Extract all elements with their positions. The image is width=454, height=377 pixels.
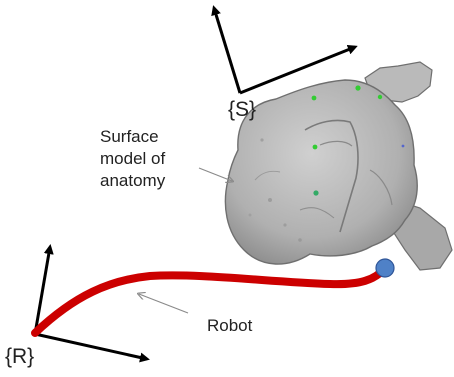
robot-tip-icon [376, 259, 394, 277]
surface-model-label-line-1: Surface [100, 126, 165, 148]
surface-model-label-line-3: anatomy [100, 170, 165, 192]
frame-r-axes-icon [35, 247, 147, 359]
frame-r-label: {R} [5, 345, 34, 369]
robot-label: Robot [207, 315, 252, 337]
surface-pointer-arrow [199, 168, 232, 181]
anatomy-surface-model-icon [225, 62, 452, 270]
frame-s-axes-icon [214, 8, 355, 93]
robot-pointer-arrow [139, 294, 188, 313]
frame-s-label: {S} [228, 98, 256, 122]
surface-model-label: Surface model of anatomy [100, 126, 165, 192]
surface-model-label-line-2: model of [100, 148, 165, 170]
